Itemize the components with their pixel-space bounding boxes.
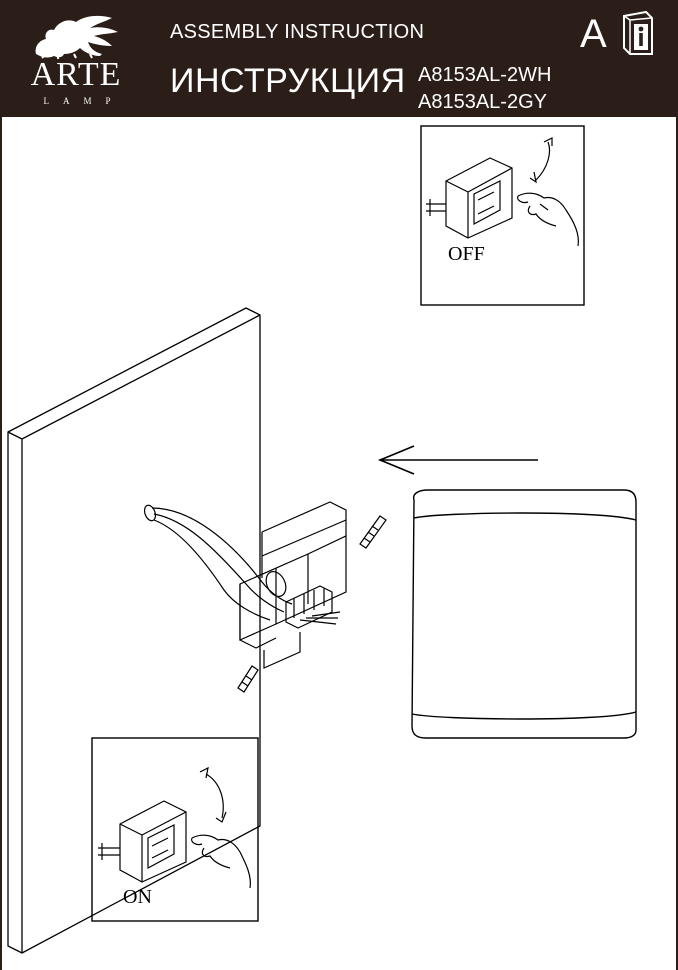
wall-panel: [7, 307, 261, 954]
switch-on-inset: [91, 737, 259, 922]
screw-upper: [359, 515, 387, 549]
title-english: ASSEMBLY INSTRUCTION: [170, 21, 425, 43]
frame-right-border: [676, 117, 678, 970]
brand-name: ARTE: [30, 56, 122, 93]
switch-off-inset: [420, 125, 585, 306]
model-number: A8153AL-2WH: [418, 64, 552, 86]
title-russian: ИНСТРУКЦИЯ: [170, 62, 406, 100]
language-badge: A: [580, 12, 607, 56]
mains-wires: [143, 504, 293, 621]
model-number: A8153AL-2GY: [418, 91, 547, 113]
screw-lower: [237, 665, 259, 693]
wall-lamp: [411, 489, 637, 739]
mounting-bracket: [239, 501, 347, 669]
header-bar: ARTE LAMP ASSEMBLY INSTRUCTION ИНСТРУКЦИ…: [0, 0, 678, 117]
frame-left-border: [0, 117, 2, 970]
switch-on-label: ON: [123, 886, 152, 908]
info-book-icon: [623, 10, 653, 55]
direction-arrow: [377, 445, 538, 475]
winged-lion-logo-icon: [35, 15, 118, 59]
assembly-diagram: [7, 125, 637, 954]
brand-subtitle: LAMP: [43, 96, 125, 106]
switch-off-label: OFF: [448, 243, 485, 265]
